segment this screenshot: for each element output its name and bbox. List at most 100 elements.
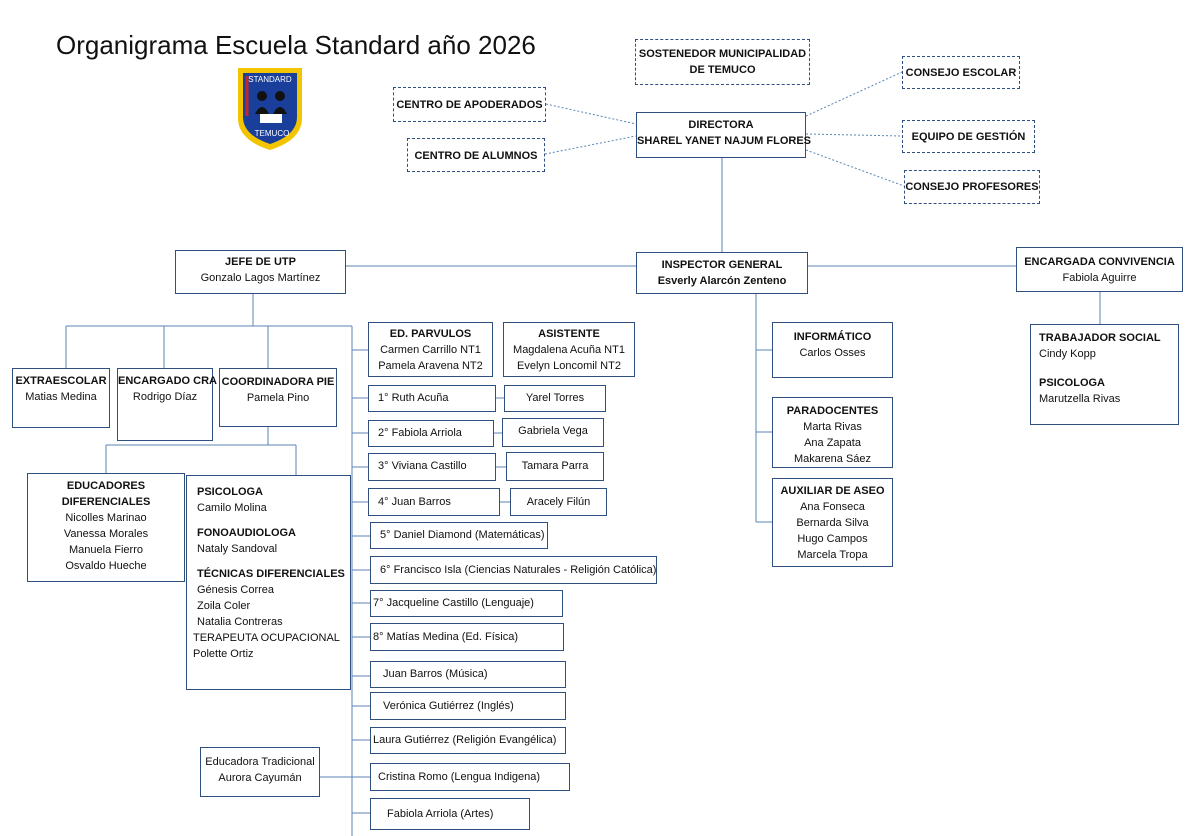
teacher-label: Verónica Gutiérrez (Inglés) xyxy=(383,700,514,712)
teacher-label: 6° Francisco Isla (Ciencias Naturales - … xyxy=(380,564,657,576)
teacher-label: Juan Barros (Música) xyxy=(383,668,488,680)
course-teacher: 2° Fabiola Arriola xyxy=(378,427,462,439)
course-teacher: 3° Viviana Castillo xyxy=(378,460,467,472)
teacher-box: Cristina Romo (Lengua Indigena) xyxy=(370,763,570,791)
consejo-escolar-label: CONSEJO ESCOLAR xyxy=(905,67,1017,79)
extraescolar-box: EXTRAESCOLAR Matias Medina xyxy=(12,368,110,428)
educadores-role2: DIFERENCIALES xyxy=(61,496,151,508)
teacher-label: 7° Jacqueline Castillo (Lenguaje) xyxy=(373,597,534,609)
inspector-role: INSPECTOR GENERAL xyxy=(661,259,783,271)
course-assistant: Yarel Torres xyxy=(525,392,585,404)
directora-role: DIRECTORA xyxy=(688,119,754,131)
consejo-profesores-box: CONSEJO PROFESORES xyxy=(904,170,1040,204)
teacher-label: Fabiola Arriola (Artes) xyxy=(387,808,494,820)
course-assistant: Aracely Filún xyxy=(526,496,591,508)
paradocente-name: Marta Rivas xyxy=(803,421,862,433)
psicologa-name: Camilo Molina xyxy=(197,502,267,514)
inspector-box: INSPECTOR GENERAL Esverly Alarcón Zenten… xyxy=(636,252,808,294)
paradocente-name: Ana Zapata xyxy=(804,437,861,449)
psicologa2-name: Marutzella Rivas xyxy=(1039,393,1121,405)
aseo-role: AUXILIAR DE ASEO xyxy=(780,485,885,497)
informatico-box: INFORMÁTICO Carlos Osses xyxy=(772,322,893,378)
fono-title: FONOAUDIOLOGA xyxy=(197,527,296,539)
convivencia-name: Fabiola Aguirre xyxy=(1062,272,1137,284)
informatico-role: INFORMÁTICO xyxy=(793,331,872,343)
convivencia-box: ENCARGADA CONVIVENCIA Fabiola Aguirre xyxy=(1016,247,1183,292)
asistente-name: Evelyn Loncomil NT2 xyxy=(517,360,621,372)
educadores-box: EDUCADORES DIFERENCIALES Nicolles Marina… xyxy=(27,473,185,582)
paradocentes-box: PARADOCENTES Marta Rivas Ana Zapata Maka… xyxy=(772,397,893,468)
centro-apoderados-label: CENTRO DE APODERADOS xyxy=(396,99,543,111)
educadora-tradicional-box: Educadora Tradicional Aurora Cayumán xyxy=(200,747,320,797)
tecnicas-title: TÉCNICAS DIFERENCIALES xyxy=(197,568,345,580)
teacher-label: 8° Matías Medina (Ed. Física) xyxy=(373,631,519,643)
teacher-label: 5° Daniel Diamond (Matemáticas) xyxy=(380,529,545,541)
teacher-box: 7° Jacqueline Castillo (Lenguaje) xyxy=(370,590,563,617)
fono-name: Nataly Sandoval xyxy=(197,543,278,555)
teacher-box: Fabiola Arriola (Artes) xyxy=(370,798,530,830)
terapeuta-title: TERAPEUTA OCUPACIONAL xyxy=(193,632,340,644)
parvulos-box: ED. PARVULOS Carmen Carrillo NT1 Pamela … xyxy=(368,322,493,377)
tecnica-name: Génesis Correa xyxy=(197,584,275,596)
teacher-label: Laura Gutiérrez (Religión Evangélica) xyxy=(373,734,557,746)
educador-name: Osvaldo Hueche xyxy=(65,560,147,572)
equipo-gestion-box: EQUIPO DE GESTIÓN xyxy=(902,120,1035,153)
course-assistant-box: Yarel Torres xyxy=(504,385,606,412)
course-assistant: Gabriela Vega xyxy=(518,425,588,437)
paradocentes-role: PARADOCENTES xyxy=(786,405,879,417)
svg-text:TEMUCO: TEMUCO xyxy=(255,129,290,138)
teacher-box: 5° Daniel Diamond (Matemáticas) xyxy=(370,522,548,549)
pie-role: COORDINADORA PIE xyxy=(221,376,335,388)
educadora-tradicional-role: Educadora Tradicional xyxy=(205,756,315,768)
tecnica-name: Natalia Contreras xyxy=(197,616,283,628)
teacher-box: 8° Matías Medina (Ed. Física) xyxy=(370,623,564,651)
aseo-name: Hugo Campos xyxy=(797,533,868,545)
asistente-name: Magdalena Acuña NT1 xyxy=(513,344,625,356)
centro-alumnos-label: CENTRO DE ALUMNOS xyxy=(414,150,538,162)
course-teacher-box: 4° Juan Barros xyxy=(368,488,500,516)
psicologa2-role: PSICOLOGA xyxy=(1039,377,1106,389)
teacher-box: Juan Barros (Música) xyxy=(370,661,566,688)
trabajador-social-name: Cindy Kopp xyxy=(1039,348,1096,360)
convivencia-staff-box: TRABAJADOR SOCIAL Cindy Kopp PSICOLOGA M… xyxy=(1030,324,1179,425)
directora-name: SHAREL YANET NAJUM FLORES xyxy=(637,135,811,147)
terapeuta-name: Polette Ortiz xyxy=(193,648,254,660)
course-assistant: Tamara Parra xyxy=(521,460,589,472)
pie-box: COORDINADORA PIE Pamela Pino xyxy=(219,368,337,427)
utp-name: Gonzalo Lagos Martínez xyxy=(200,272,321,284)
consejo-profesores-label: CONSEJO PROFESORES xyxy=(905,181,1039,193)
course-assistant-box: Tamara Parra xyxy=(506,452,604,481)
trabajador-social-role: TRABAJADOR SOCIAL xyxy=(1039,332,1161,344)
svg-text:STANDARD: STANDARD xyxy=(248,75,292,84)
educador-name: Manuela Fierro xyxy=(69,544,143,556)
parvulos-name: Pamela Aravena NT2 xyxy=(378,360,483,372)
asistente-role: ASISTENTE xyxy=(538,328,600,340)
utp-box: JEFE DE UTP Gonzalo Lagos Martínez xyxy=(175,250,346,294)
centro-apoderados-box: CENTRO DE APODERADOS xyxy=(393,87,546,122)
aseo-name: Bernarda Silva xyxy=(796,517,869,529)
cra-name: Rodrigo Díaz xyxy=(132,391,198,403)
cra-role: ENCARGADO CRA xyxy=(118,375,217,387)
parvulos-role: ED. PARVULOS xyxy=(389,328,472,340)
course-assistant-box: Aracely Filún xyxy=(510,488,607,516)
psicologa-title: PSICOLOGA xyxy=(197,486,264,498)
extraescolar-role: EXTRAESCOLAR xyxy=(15,375,107,387)
consejo-escolar-box: CONSEJO ESCOLAR xyxy=(902,56,1020,89)
aseo-name: Marcela Tropa xyxy=(797,549,868,561)
educador-name: Vanessa Morales xyxy=(63,528,149,540)
educadora-tradicional-name: Aurora Cayumán xyxy=(218,772,302,784)
extraescolar-name: Matias Medina xyxy=(25,391,97,403)
course-teacher-box: 2° Fabiola Arriola xyxy=(368,420,494,447)
directora-box: DIRECTORA SHAREL YANET NAJUM FLORES xyxy=(636,112,811,158)
pie-name: Pamela Pino xyxy=(246,392,310,404)
teacher-box: Verónica Gutiérrez (Inglés) xyxy=(370,692,566,720)
educador-name: Nicolles Marinao xyxy=(65,512,147,524)
cra-box: ENCARGADO CRA Rodrigo Díaz xyxy=(117,368,217,441)
aseo-name: Ana Fonseca xyxy=(800,501,865,513)
teacher-box: 6° Francisco Isla (Ciencias Naturales - … xyxy=(370,556,657,584)
educadores-role1: EDUCADORES xyxy=(66,480,146,492)
informatico-name: Carlos Osses xyxy=(799,347,866,359)
sostenedor-line2: DE TEMUCO xyxy=(689,64,756,76)
